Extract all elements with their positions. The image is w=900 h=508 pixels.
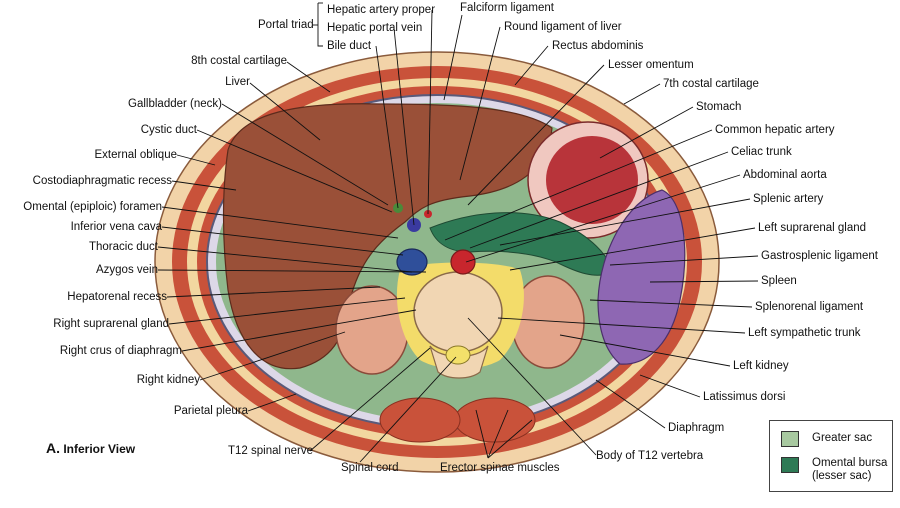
label-left-suprarenal-gland: Left suprarenal gland [758, 222, 867, 234]
label-portal-triad: Portal triad [258, 19, 314, 31]
label-body-of-t12-vertebra: Body of T12 vertebra [596, 450, 704, 462]
label-right-crus-of-diaphragm: Right crus of diaphragm [59, 345, 182, 357]
label-spleen: Spleen [761, 275, 797, 287]
legend-swatch-omental-bursa [781, 457, 799, 473]
label-splenic-artery: Splenic artery [753, 193, 824, 205]
label-spinal-cord: Spinal cord [341, 462, 399, 474]
spinal-cord-shape [445, 345, 471, 365]
label-thoracic-duct: Thoracic duct [88, 241, 158, 253]
label-leader-lines [157, 2, 759, 463]
label-hepatic-artery-proper: Hepatic artery proper [327, 4, 436, 16]
label-omental-foramen: Omental (epiploic) foramen [23, 201, 162, 213]
label-gastrosplenic-ligament: Gastrosplenic ligament [761, 250, 878, 262]
label-external-oblique: External oblique [94, 149, 177, 161]
spleen-shape [597, 189, 686, 365]
label-azygos-vein: Azygos vein [95, 264, 158, 276]
label-t12-spinal-nerve: T12 spinal nerve [228, 445, 314, 457]
legend-label-greater-sac: Greater sac [812, 432, 873, 444]
label-diaphragm: Diaphragm [668, 422, 725, 434]
legend-label-omental-bursa: Omental bursa (lesser sac) [812, 457, 888, 482]
label-abdominal-aorta: Abdominal aorta [743, 169, 827, 181]
caption-letter: A. [46, 440, 60, 456]
label-celiac-trunk: Celiac trunk [731, 146, 792, 158]
label-8th-costal-cartilage: 8th costal cartilage [191, 55, 287, 67]
liver-shape [222, 103, 553, 370]
stomach-rugae [546, 136, 638, 224]
label-left-kidney: Left kidney [733, 360, 789, 372]
label-lesser-omentum: Lesser omentum [608, 59, 694, 71]
label-cystic-duct: Cystic duct [140, 124, 197, 136]
caption-text: Inferior View [63, 442, 136, 456]
abdominal-aorta [450, 249, 476, 275]
figure-caption: A. Inferior View [46, 440, 135, 456]
label-hepatorenal-recess: Hepatorenal recess [67, 291, 167, 303]
label-right-suprarenal-gland: Right suprarenal gland [53, 318, 169, 330]
label-hepatic-portal-vein: Hepatic portal vein [327, 22, 423, 34]
label-left-sympathetic-trunk: Left sympathetic trunk [748, 327, 861, 339]
label-gallbladder-neck: Gallbladder (neck) [128, 98, 222, 110]
label-7th-costal-cartilage: 7th costal cartilage [663, 78, 759, 90]
inferior-vena-cava [396, 248, 428, 276]
label-stomach: Stomach [696, 101, 742, 113]
erector-spinae-right [379, 397, 461, 443]
label-right-kidney: Right kidney [136, 374, 200, 386]
label-erector-spinae-muscles: Erector spinae muscles [440, 462, 560, 474]
label-splenorenal-ligament: Splenorenal ligament [755, 301, 864, 313]
erector-spinae-left [454, 397, 536, 443]
label-parietal-pleura: Parietal pleura [173, 405, 248, 417]
label-round-ligament-of-liver: Round ligament of liver [504, 21, 622, 33]
label-rectus-abdominis: Rectus abdominis [552, 40, 644, 52]
label-bile-duct: Bile duct [327, 40, 372, 52]
label-costodiaphragmatic-recess: Costodiaphragmatic recess [32, 175, 172, 187]
label-liver: Liver [225, 76, 250, 88]
legend-box: Greater sac Omental bursa (lesser sac) [769, 420, 893, 492]
label-falciform-ligament: Falciform ligament [460, 2, 554, 14]
label-inferior-vena-cava: Inferior vena cava [70, 221, 162, 233]
legend-swatch-greater-sac [781, 431, 799, 447]
label-latissimus-dorsi: Latissimus dorsi [703, 391, 786, 403]
label-common-hepatic-artery: Common hepatic artery [715, 124, 835, 136]
